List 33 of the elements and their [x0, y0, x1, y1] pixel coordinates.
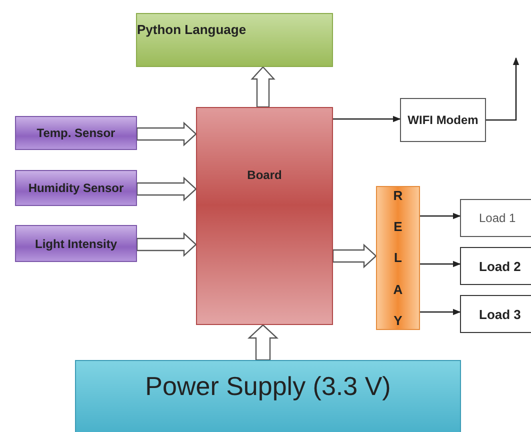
sensor-box: [15, 225, 137, 262]
node-label: Board: [247, 168, 282, 182]
node-label: Load 1: [479, 211, 516, 225]
arrow: [420, 260, 461, 268]
power-supply-box: [75, 360, 461, 432]
arrow: [333, 116, 401, 122]
block-arrow: [247, 324, 279, 361]
node-label: Python Language: [137, 22, 246, 37]
node-label: Load 3: [479, 306, 521, 322]
sensor-box: [15, 170, 137, 206]
modem-box: [400, 98, 486, 142]
arrow: [486, 57, 520, 121]
arrow: [420, 308, 461, 316]
node-label: Light Intensity: [35, 236, 117, 250]
block-arrow: [136, 176, 197, 202]
load-box: [460, 247, 531, 285]
block-arrow: [136, 232, 197, 257]
node-label: RELAY: [392, 187, 404, 330]
node-label: WIFI Modem: [408, 113, 478, 127]
python-box: [136, 13, 333, 67]
node-label: Humidity Sensor: [28, 181, 124, 195]
sensor-box: [15, 116, 137, 150]
node-label: Load 2: [479, 258, 521, 274]
block-arrow: [250, 66, 276, 108]
arrow: [420, 212, 461, 220]
node-label: Temp. Sensor: [36, 126, 116, 140]
relay-box: [376, 186, 420, 330]
block-arrow: [136, 122, 197, 146]
board-box: [196, 107, 333, 325]
node-label: Power Supply (3.3 V): [145, 371, 391, 402]
load-box: [460, 295, 531, 333]
block-arrow: [332, 244, 377, 268]
load-box: [460, 199, 531, 237]
